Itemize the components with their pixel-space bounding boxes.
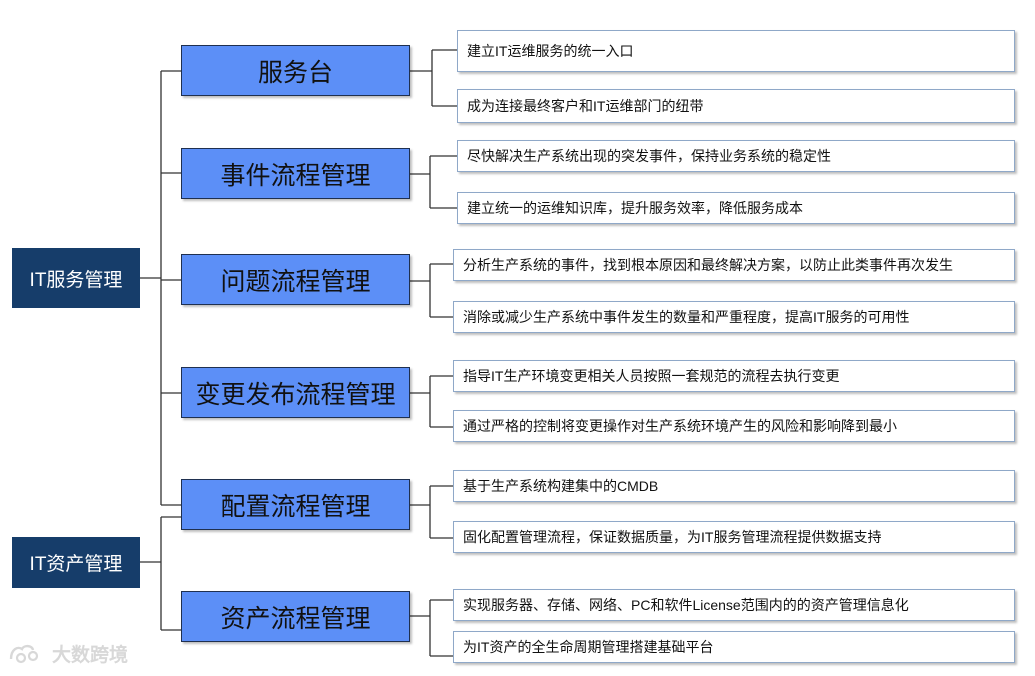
description-box: 基于生产系统构建集中的CMDB (453, 470, 1015, 502)
description-box: 建立IT运维服务的统一入口 (457, 30, 1015, 72)
process-node-incident-management: 事件流程管理 (181, 148, 410, 199)
watermark-logo-icon (9, 644, 39, 663)
watermark-text: 大数跨境 (52, 645, 129, 666)
description-box: 尽快解决生产系统出现的突发事件，保持业务系统的稳定性 (457, 140, 1015, 172)
process-node-configuration-management: 配置流程管理 (181, 479, 410, 530)
process-node-service-desk: 服务台 (181, 45, 410, 96)
description-box: 固化配置管理流程，保证数据质量，为IT服务管理流程提供数据支持 (453, 521, 1015, 553)
description-box: 通过严格的控制将变更操作对生产系统环境产生的风险和影响降到最小 (453, 410, 1015, 442)
description-box: 分析生产系统的事件，找到根本原因和最终解决方案，以防止此类事件再次发生 (453, 249, 1015, 281)
watermark: 大数跨境 (8, 640, 128, 667)
description-box: 为IT资产的全生命周期管理搭建基础平台 (453, 631, 1015, 663)
description-box: 指导IT生产环境变更相关人员按照一套规范的流程去执行变更 (453, 360, 1015, 392)
process-node-asset-management: 资产流程管理 (181, 591, 410, 642)
description-box: 建立统一的运维知识库，提升服务效率，降低服务成本 (457, 192, 1015, 224)
root-node-it-asset-management: IT资产管理 (12, 537, 140, 588)
description-box: 实现服务器、存储、网络、PC和软件License范围内的的资产管理信息化 (453, 589, 1015, 621)
process-node-change-release-management: 变更发布流程管理 (181, 367, 410, 418)
root-node-it-service-management: IT服务管理 (12, 248, 140, 308)
process-node-problem-management: 问题流程管理 (181, 254, 410, 305)
description-box: 消除或减少生产系统中事件发生的数量和严重程度，提高IT服务的可用性 (453, 301, 1015, 333)
description-box: 成为连接最终客户和IT运维部门的纽带 (457, 89, 1015, 123)
